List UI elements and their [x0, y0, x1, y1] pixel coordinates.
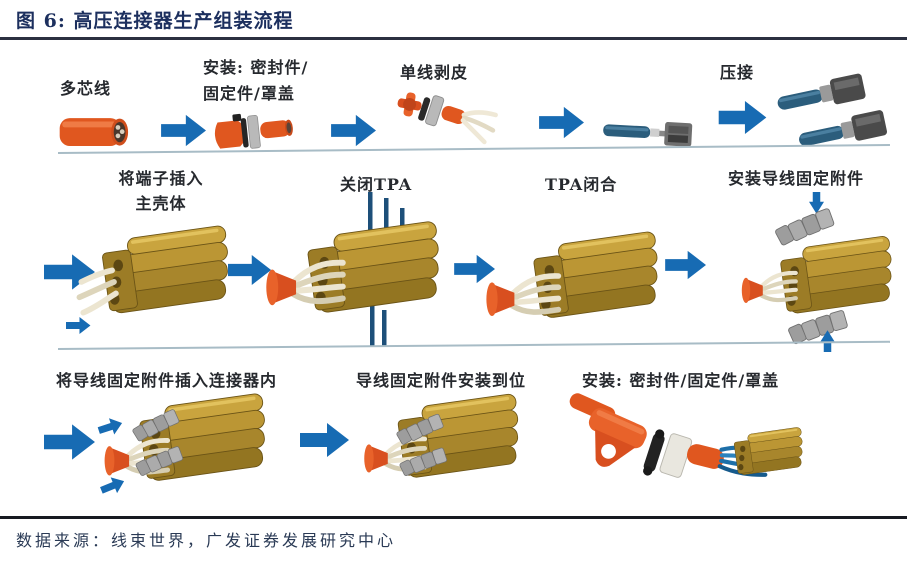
multicore-cable-illustration: [59, 118, 129, 147]
flow-arrow-icon: [665, 250, 706, 280]
final-assembly-illustration: [569, 393, 804, 478]
flow-arrow-icon: [161, 114, 206, 147]
step-label-install-seal-line2: 固定件/罩盖: [203, 84, 295, 103]
flow-arrow-icon: [300, 423, 349, 457]
tpa-closed-connector-illustration: [488, 230, 659, 319]
flow-arrow-icon: [228, 255, 272, 285]
step-label-install-wire-fixture: 安装导线固定附件: [728, 169, 865, 188]
step-label-close-tpa: 关闭TPA: [340, 175, 413, 194]
step-label-multicore-wire: 多芯线: [60, 79, 112, 98]
step-label-fixture-in-place: 导线固定附件安装到位: [356, 371, 527, 390]
wire-strip-illustration: [397, 92, 498, 145]
source-note: 数据来源：线束世界，广发证券发展研究中心: [16, 531, 397, 550]
fixture-inserting-connector-illustration: [96, 392, 266, 499]
seal-fixture-cover-illustration: [214, 113, 293, 149]
step-label-install-seal-line1: 安装: 密封件/: [203, 58, 309, 77]
footer-rule: [0, 516, 907, 519]
step-label-insert-terminal-line2: 主壳体: [135, 194, 187, 213]
step-label-insert-terminal-line1: 将端子插入: [118, 169, 204, 188]
step-label-install-seal-final: 安装: 密封件/固定件/罩盖: [582, 371, 780, 390]
housing-connector-illustration: [66, 224, 230, 334]
step-label-insert-fixture: 将导线固定附件插入连接器内: [56, 371, 278, 390]
title-rule: [0, 37, 907, 40]
insert-arrow-icon: [66, 316, 91, 334]
flow-arrow-icon: [718, 100, 767, 135]
step-label-tpa-closed: TPA闭合: [545, 175, 618, 194]
flow-arrow-icon: [44, 424, 95, 460]
install-fixture-connector-illustration: [743, 192, 893, 352]
close-tpa-connector-illustration: [268, 192, 440, 346]
insert-arrow-icon: [98, 473, 128, 499]
flow-arrow-icon: [331, 114, 376, 147]
wire-fixture-accessory: [771, 207, 838, 248]
crimped-wires-illustration: [777, 73, 887, 147]
terminal-wire-illustration: [603, 122, 693, 147]
step-label-wire-strip: 单线剥皮: [400, 63, 469, 82]
wire-fixture-accessory: [785, 309, 850, 346]
figure-title: 图 6: 高压连接器生产组装流程: [16, 10, 294, 32]
step-label-crimp: 压接: [720, 63, 755, 82]
flow-arrow-icon: [539, 106, 584, 139]
insert-arrow-icon: [96, 414, 125, 439]
fixture-installed-connector-illustration: [356, 392, 520, 479]
